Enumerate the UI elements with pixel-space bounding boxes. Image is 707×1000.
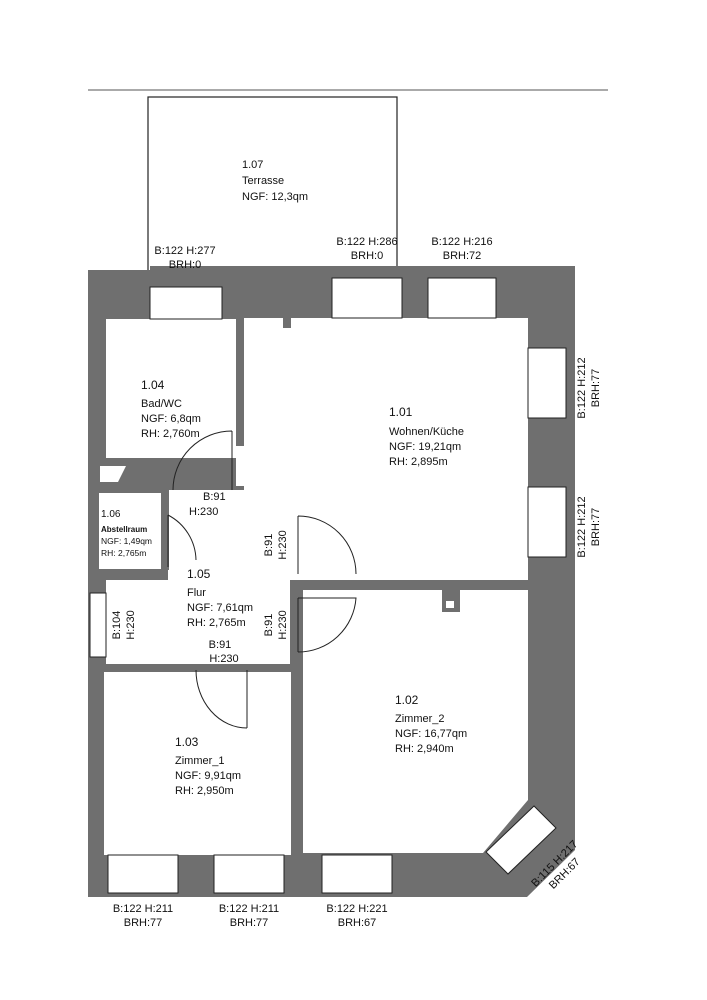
door-flur-bottom-label: B:91 H:230 xyxy=(209,639,239,665)
column-detail xyxy=(283,318,291,328)
window-bottom-2 xyxy=(213,854,285,894)
window-right-1 xyxy=(527,347,567,419)
opening-dims: B:122 H:221 xyxy=(326,903,387,915)
room-102-floor xyxy=(303,590,528,853)
window-top-1-label: B:122 H:277 BRH:0 xyxy=(154,245,215,271)
window-bottom-2-label: B:122 H:211 BRH:77 xyxy=(219,903,279,929)
room-area: NGF: 6,8qm xyxy=(141,413,201,425)
room-height: RH: 2,940m xyxy=(395,743,454,755)
room-number: 1.02 xyxy=(395,693,419,707)
window-bay xyxy=(485,805,557,875)
room-101-label: 1.01 Wohnen/Küche NGF: 19,21qm RH: 2,895… xyxy=(389,405,464,468)
opening-height: H:230 xyxy=(209,653,238,665)
room-area: NGF: 19,21qm xyxy=(389,441,461,453)
opening-dims: B:122 H:286 xyxy=(336,236,397,248)
opening-dims: B:122 H:212 xyxy=(576,357,588,418)
opening-sill: BRH:67 xyxy=(338,917,377,929)
door-swing-wohnen xyxy=(297,515,357,575)
room-number: 1.03 xyxy=(175,735,199,749)
opening-height: H:230 xyxy=(125,610,137,639)
room-105-label: 1.05 Flur NGF: 7,61qm RH: 2,765m xyxy=(187,567,253,629)
room-height: RH: 2,950m xyxy=(175,785,234,797)
window-top-1 xyxy=(149,286,223,320)
opening-width: B:91 xyxy=(263,614,275,637)
room-area: NGF: 16,77qm xyxy=(395,728,467,740)
bath-corner-detail xyxy=(100,466,126,482)
window-bottom-1-label: B:122 H:211 BRH:77 xyxy=(113,903,173,929)
shaft-opening xyxy=(446,601,454,608)
opening-dims: B:122 H:211 xyxy=(113,903,173,915)
door-swing-storage xyxy=(167,514,197,567)
opening-sill: BRH:77 xyxy=(230,917,269,929)
room-104-floor xyxy=(106,319,236,458)
opening-sill: BRH:77 xyxy=(124,917,163,929)
window-right-1-label: B:122 H:212 BRH:77 xyxy=(576,357,602,418)
room-105-floor xyxy=(106,490,290,664)
door-swing-zimmer1 xyxy=(195,669,248,729)
room-area: NGF: 7,61qm xyxy=(187,602,253,614)
opening-width: B:91 xyxy=(209,639,232,651)
opening-sill: BRH:0 xyxy=(351,250,383,262)
room-area: NGF: 12,3qm xyxy=(242,191,308,203)
opening-height: H:230 xyxy=(189,506,218,518)
room-name: Wohnen/Küche xyxy=(389,426,464,438)
window-right-2 xyxy=(527,486,567,558)
door-entry-label: B:104 H:230 xyxy=(111,610,137,639)
opening-height: H:230 xyxy=(277,530,289,559)
room-height: RH: 2,765m xyxy=(187,617,246,629)
opening-dims: B:122 H:211 xyxy=(219,903,279,915)
door-flur-top-label: B:91 H:230 xyxy=(189,491,226,518)
opening-width: B:91 xyxy=(263,534,275,557)
room-number: 1.05 xyxy=(187,567,211,581)
opening-sill: BRH:77 xyxy=(590,369,602,408)
window-bottom-3 xyxy=(321,854,393,894)
opening-dims: B:122 H:277 xyxy=(154,245,215,257)
window-top-3-label: B:122 H:216 BRH:72 xyxy=(431,236,492,262)
room-number: 1.06 xyxy=(101,509,121,520)
room-height: RH: 2,760m xyxy=(141,428,200,440)
entry-door-frame xyxy=(89,592,107,658)
room-height: RH: 2,765m xyxy=(101,548,146,558)
opening-sill: BRH:0 xyxy=(169,259,201,271)
room-area: NGF: 1,49qm xyxy=(101,536,152,546)
room-102-label: 1.02 Zimmer_2 NGF: 16,77qm RH: 2,940m xyxy=(395,693,467,755)
room-104-label: 1.04 Bad/WC NGF: 6,8qm RH: 2,760m xyxy=(141,378,201,440)
opening-width: B:91 xyxy=(203,491,226,503)
door-swing-zimmer2 xyxy=(297,597,357,653)
room-106-floor xyxy=(99,493,161,569)
opening-dims: B:122 H:216 xyxy=(431,236,492,248)
door-zimmer2-label: B:91 H:230 xyxy=(263,610,289,639)
window-right-2-label: B:122 H:212 BRH:77 xyxy=(576,496,602,557)
room-103-floor xyxy=(104,672,291,855)
room-name: Flur xyxy=(187,587,206,599)
room-name: Zimmer_1 xyxy=(175,755,225,767)
door-wohnen-label: B:91 H:230 xyxy=(263,530,289,559)
room-number: 1.01 xyxy=(389,405,413,419)
window-top-2-label: B:122 H:286 BRH:0 xyxy=(336,236,397,262)
opening-sill: BRH:77 xyxy=(590,508,602,547)
room-103-label: 1.03 Zimmer_1 NGF: 9,91qm RH: 2,950m xyxy=(175,735,241,797)
room-107-label: 1.07 Terrasse NGF: 12,3qm xyxy=(242,159,308,203)
room-name: Terrasse xyxy=(242,175,284,187)
opening-height: H:230 xyxy=(277,610,289,639)
window-top-3 xyxy=(427,277,497,319)
opening-width: B:104 xyxy=(111,611,123,640)
window-bottom-1 xyxy=(107,854,179,894)
room-name: Zimmer_2 xyxy=(395,713,445,725)
opening-sill: BRH:72 xyxy=(443,250,482,262)
room-106-label: 1.06 Abstellraum NGF: 1,49qm RH: 2,765m xyxy=(101,509,152,558)
window-bottom-3-label: B:122 H:221 BRH:67 xyxy=(326,903,387,929)
window-top-2 xyxy=(331,277,403,319)
room-name: Bad/WC xyxy=(141,398,182,410)
room-number: 1.04 xyxy=(141,378,165,392)
room-name: Abstellraum xyxy=(101,525,147,534)
room-area: NGF: 9,91qm xyxy=(175,770,241,782)
room-101-floor xyxy=(244,318,528,580)
door-swing-bath xyxy=(172,430,233,491)
room-height: RH: 2,895m xyxy=(389,456,448,468)
opening-dims: B:122 H:212 xyxy=(576,496,588,557)
room-number: 1.07 xyxy=(242,159,263,171)
